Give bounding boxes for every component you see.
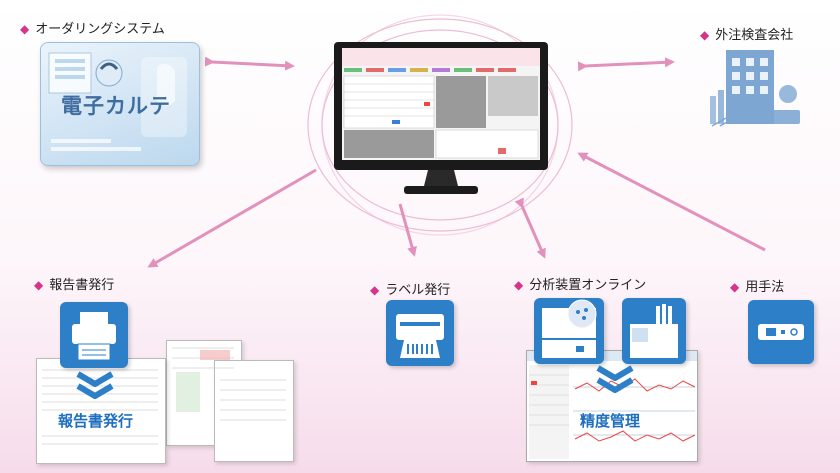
label-analyzer-online: ◆分析装置オンライン — [514, 278, 647, 293]
analyzer-tile-2 — [622, 298, 686, 364]
diamond-icon: ◆ — [700, 28, 710, 42]
label-label-print: ◆ラベル発行 — [370, 283, 451, 298]
printer-tile — [60, 302, 128, 368]
diamond-icon: ◆ — [20, 22, 30, 36]
label-printer-icon — [396, 314, 444, 358]
building-icon — [710, 50, 800, 127]
ehr-card-illustration — [48, 52, 187, 151]
report-doc-lines — [42, 347, 286, 445]
analyzer-tile-1 — [534, 298, 604, 364]
test-strip-icon — [758, 324, 804, 340]
qc-stamp: 精度管理 — [580, 412, 641, 430]
arrow-ehr-monitor — [204, 56, 295, 71]
lab-system-monitor — [332, 40, 550, 200]
chevron-down-icon — [76, 371, 114, 399]
label-ordering-system: ◆オーダリングシステム — [20, 22, 165, 37]
arrow-monitor-label — [398, 203, 417, 257]
diamond-icon: ◆ — [370, 283, 380, 297]
arrow-manual-monitor — [577, 152, 766, 252]
analyzer-icon — [542, 299, 597, 358]
ehr-card: 電子カルテ — [40, 42, 200, 166]
diamond-icon: ◆ — [514, 278, 524, 292]
diamond-icon: ◆ — [730, 280, 740, 294]
microscope-icon — [772, 85, 800, 124]
arrow-monitor-report — [147, 168, 317, 268]
label-manual-method: ◆用手法 — [730, 280, 785, 295]
manual-method-tile — [748, 300, 814, 364]
monitor-illustration — [334, 42, 548, 194]
printer-icon — [72, 312, 116, 361]
report-doc-front — [36, 358, 166, 464]
report-stamp: 報告書発行 — [58, 412, 134, 430]
chevron-down-icon — [596, 365, 634, 393]
diamond-icon: ◆ — [34, 278, 44, 292]
analyzer-icon — [630, 304, 678, 358]
arrow-monitor-external — [577, 57, 675, 72]
label-report: ◆報告書発行 — [34, 278, 115, 293]
qc-chart-window — [526, 350, 698, 462]
label-printer-tile — [386, 300, 454, 366]
report-doc-middle — [214, 360, 294, 462]
qc-chart-illustration — [527, 351, 697, 459]
arrow-monitor-analyzer — [514, 197, 546, 259]
label-external-lab: ◆外注検査会社 — [700, 28, 794, 43]
ehr-title: 電子カルテ — [61, 94, 171, 118]
